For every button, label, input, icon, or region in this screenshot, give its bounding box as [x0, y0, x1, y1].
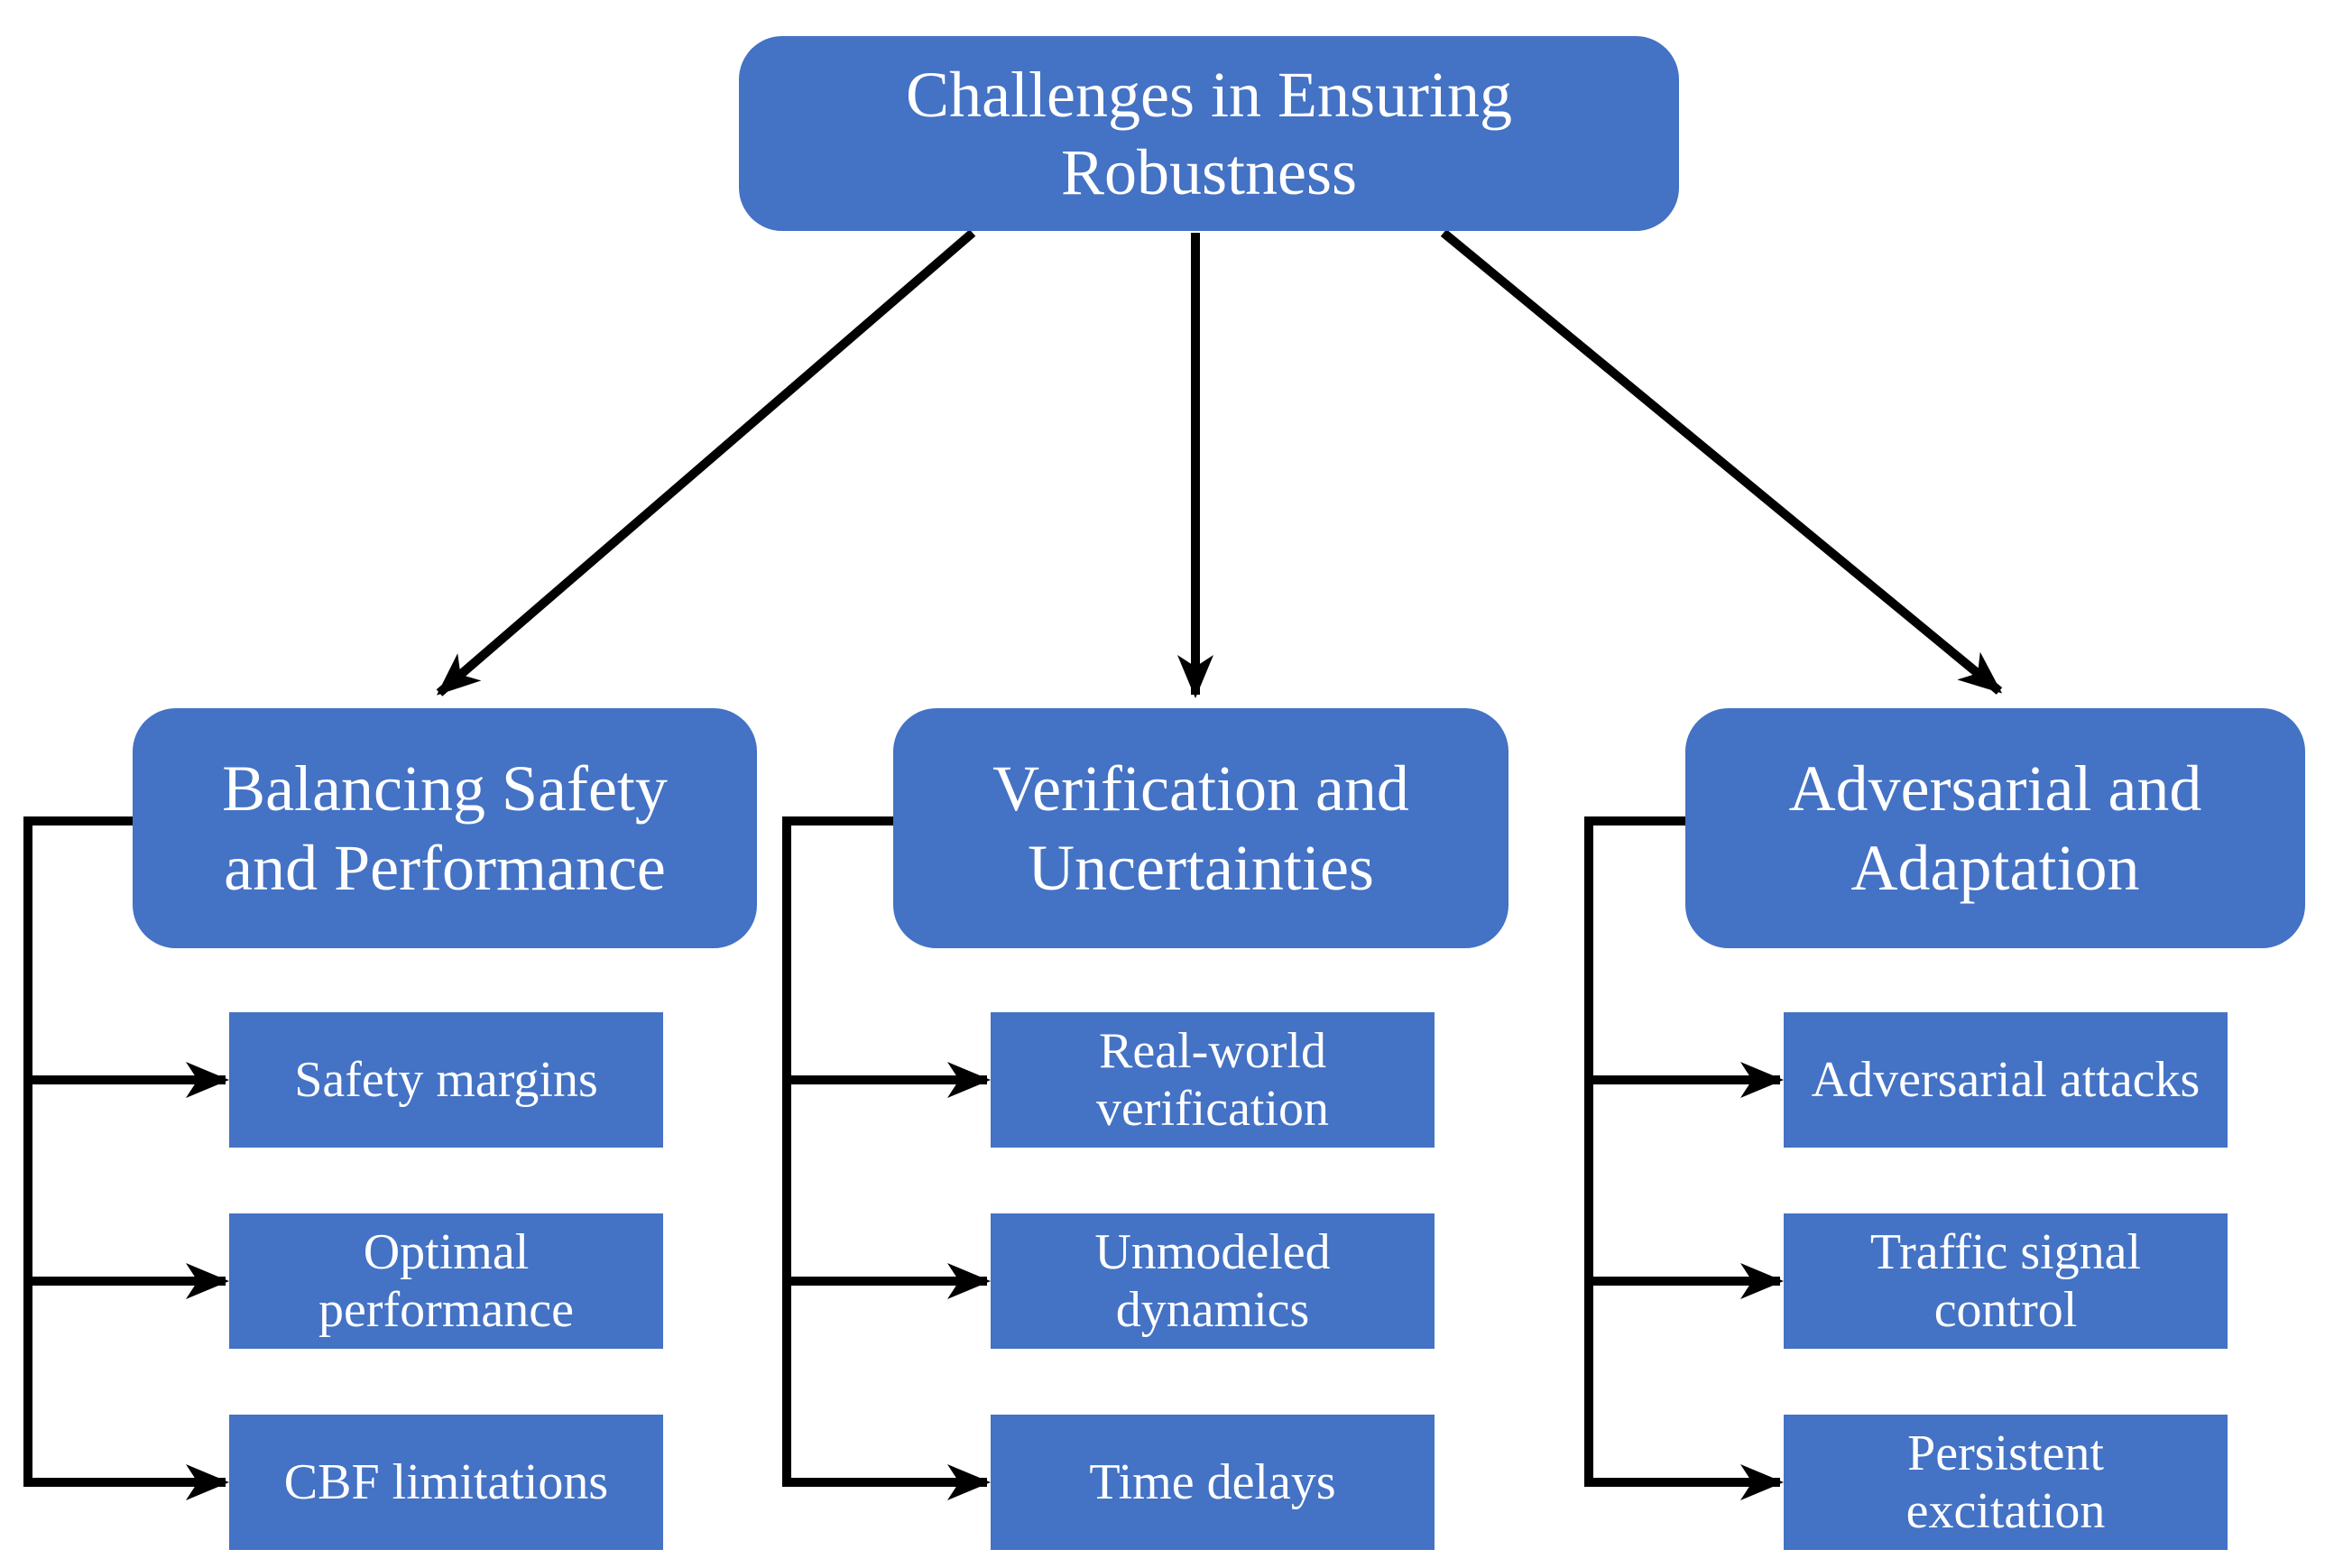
- leaf-node-label: Traffic signal control: [1869, 1224, 2142, 1338]
- leaf-node-label: Safety margins: [294, 1052, 598, 1108]
- elbow-connector-branch-1: [782, 816, 893, 1482]
- leaf-node-cbf-limitations: CBF limitations: [229, 1415, 663, 1550]
- leaf-node-real-world-verification: Real-world verification: [991, 1012, 1435, 1148]
- leaf-node-safety-margins: Safety margins: [229, 1012, 663, 1148]
- leaf-node-adversarial-attacks: Adversarial attacks: [1784, 1012, 2228, 1148]
- root-node-label: Challenges in Ensuring Robustness: [906, 59, 1512, 208]
- arrow-root-to-branch-2: [1440, 229, 2003, 695]
- branch-node-balancing-safety: Balancing Safety and Performance: [133, 708, 757, 948]
- leaf-node-persistent-excitation: Persistent excitation: [1784, 1415, 2228, 1550]
- leaf-node-label: Unmodeled dynamics: [1094, 1224, 1331, 1338]
- root-node-challenges: Challenges in Ensuring Robustness: [739, 36, 1679, 231]
- branch-node-label: Adversarial and Adaptation: [1788, 752, 2202, 904]
- leaf-node-time-delays: Time delays: [991, 1415, 1435, 1550]
- leaf-node-label: Adversarial attacks: [1811, 1052, 2200, 1108]
- elbow-connector-branch-0: [23, 816, 133, 1482]
- leaf-node-label: Persistent excitation: [1905, 1425, 2106, 1539]
- branch-node-adversarial: Adversarial and Adaptation: [1685, 708, 2305, 948]
- leaf-node-unmodeled-dynamics: Unmodeled dynamics: [991, 1213, 1435, 1349]
- leaf-node-label: CBF limitations: [283, 1454, 609, 1510]
- elbow-connector-branch-2: [1584, 816, 1685, 1482]
- branch-node-label: Verification and Uncertainties: [992, 752, 1409, 904]
- arrow-root-to-branch-0: [436, 229, 976, 696]
- leaf-node-label: Optimal performance: [318, 1224, 574, 1338]
- leaf-node-label: Time delays: [1089, 1454, 1336, 1510]
- branch-node-label: Balancing Safety and Performance: [222, 752, 668, 904]
- leaf-node-label: Real-world verification: [1095, 1023, 1330, 1137]
- branch-node-verification: Verification and Uncertainties: [893, 708, 1508, 948]
- leaf-node-optimal-performance: Optimal performance: [229, 1213, 663, 1349]
- leaf-node-traffic-signal-control: Traffic signal control: [1784, 1213, 2228, 1349]
